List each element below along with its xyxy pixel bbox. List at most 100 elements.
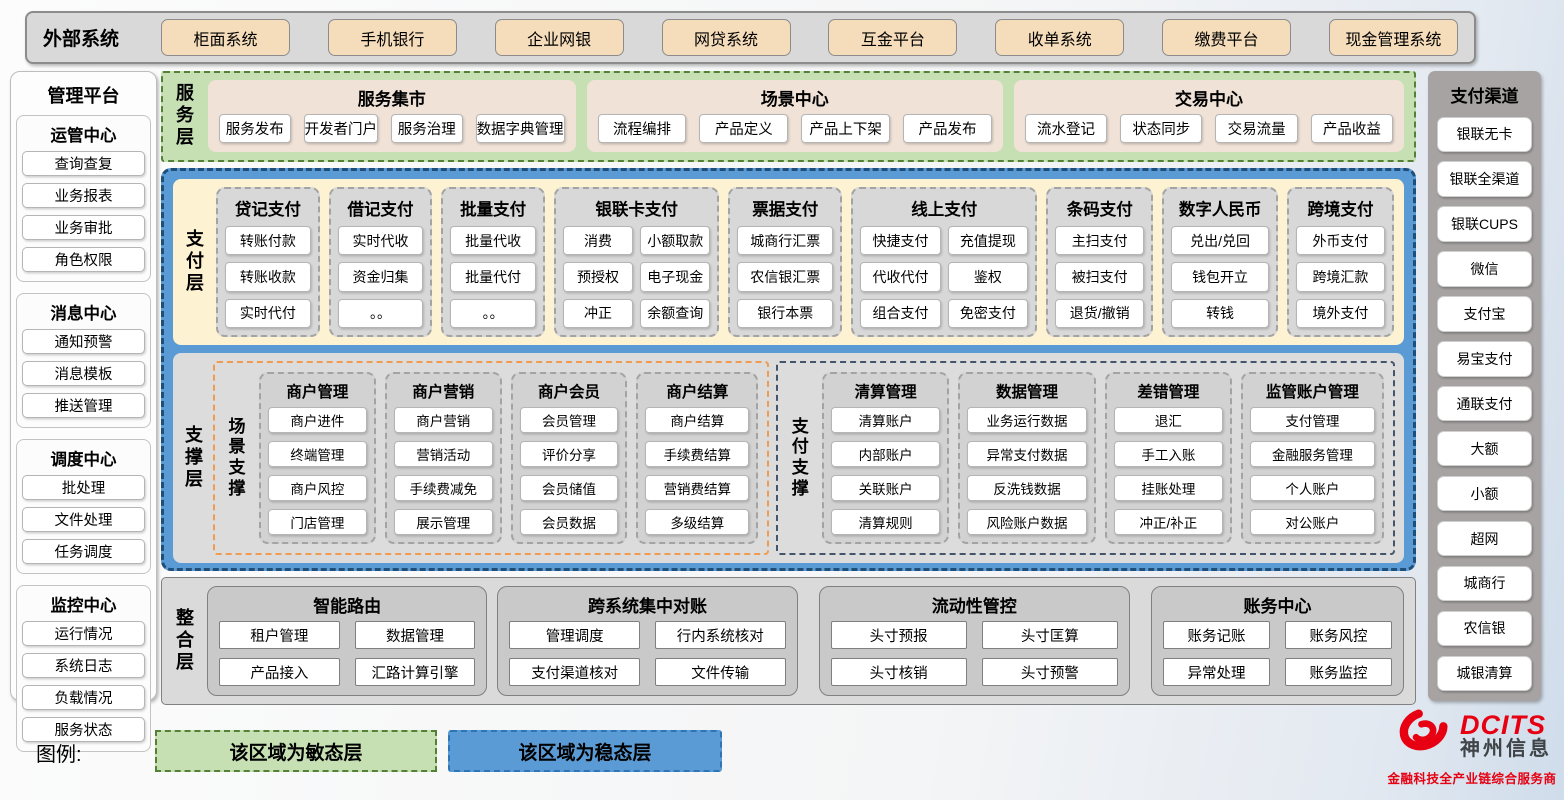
service-node: 交易流量 <box>1215 114 1298 143</box>
support-node: 展示管理 <box>393 509 493 535</box>
payment-node: 代收代付 <box>860 262 941 292</box>
mgmt-node: 负载情况 <box>22 685 145 710</box>
support-node: 手续费减免 <box>393 475 493 501</box>
service-node: 服务治理 <box>391 114 463 143</box>
legend-stable-layer: 该区域为稳态层 <box>448 730 722 772</box>
support-node: 冲正/补正 <box>1113 509 1223 535</box>
mgmt-group-message: 消息中心 通知预警消息模板推送管理 <box>16 293 151 428</box>
external-systems-label: 外部系统 <box>43 29 120 50</box>
integration-group-accounting: 账务中心 账务记账账务风控异常处理账务监控 <box>1150 586 1404 696</box>
support-column-title: 商户营销 <box>412 384 475 401</box>
integration-node: 异常处理 <box>1162 658 1270 686</box>
payment-channel-node: 微信 <box>1437 251 1532 287</box>
payment-column-online: 线上支付 快捷支付充值提现代收代付鉴权组合支付免密支付 <box>851 187 1038 337</box>
mgmt-group-operations: 运管中心 查询查复业务报表业务审批角色权限 <box>16 115 151 282</box>
external-system-node: 现金管理系统 <box>1328 19 1458 56</box>
external-systems-list: 柜面系统手机银行企业网银网贷系统互金平台收单系统缴费平台现金管理系统 <box>161 19 1458 56</box>
payment-channel-node: 支付宝 <box>1437 296 1532 332</box>
payment-node: 批量代收 <box>450 226 536 256</box>
payment-node: 城商行汇票 <box>737 226 834 256</box>
mgmt-node: 系统日志 <box>22 653 145 678</box>
payment-channels-title: 支付渠道 <box>1450 87 1519 106</box>
service-group-items: 服务发布开发者门户服务治理数据字典管理 <box>219 114 565 143</box>
service-group-market: 服务集市 服务发布开发者门户服务治理数据字典管理 <box>208 80 576 152</box>
service-node: 产品收益 <box>1310 114 1393 143</box>
support-column-error: 差错管理 退汇手工入账挂账处理冲正/补正 <box>1104 372 1232 544</box>
mgmt-node: 批处理 <box>22 475 145 500</box>
support-node: 会员储值 <box>519 475 619 501</box>
payment-column-crossborder: 跨境支付 外币支付跨境汇款境外支付 <box>1286 187 1394 337</box>
payment-column-title: 银联卡支付 <box>595 201 678 219</box>
payment-node: 鉴权 <box>947 262 1029 292</box>
support-node: 会员管理 <box>519 407 619 433</box>
payment-node: 充值提现 <box>947 226 1029 256</box>
integration-node: 头寸匡算 <box>981 621 1119 649</box>
support-node: 退汇 <box>1113 407 1223 433</box>
payment-column-batch: 批量支付 批量代收批量代付。。 <box>441 187 545 337</box>
mgmt-group-items: 批处理文件处理任务调度 <box>22 475 145 564</box>
support-layer-label: 支撑层 <box>185 425 203 489</box>
payment-node: 。。 <box>450 298 536 328</box>
support-node: 门店管理 <box>268 509 367 535</box>
payment-node: 免密支付 <box>947 298 1029 328</box>
support-node: 内部账户 <box>831 441 941 467</box>
integration-group-items: 账务记账账务风控异常处理账务监控 <box>1162 621 1392 686</box>
dcits-swirl-icon <box>1392 706 1456 765</box>
payment-column-credit: 贷记支付 转账付款转账收款实时代付 <box>216 187 320 337</box>
service-node: 流水登记 <box>1024 114 1108 143</box>
integration-node: 数据管理 <box>354 621 476 649</box>
external-system-node: 收单系统 <box>995 19 1125 56</box>
integration-node: 头寸预报 <box>830 621 967 649</box>
payment-column-items: 快捷支付充值提现代收代付鉴权组合支付免密支付 <box>860 226 1029 328</box>
payment-channel-node: 城商行 <box>1437 565 1532 602</box>
integration-node: 租户管理 <box>219 621 340 649</box>
support-node: 金融服务管理 <box>1249 441 1375 467</box>
payment-channel-node: 通联支付 <box>1437 386 1532 422</box>
mgmt-node: 推送管理 <box>22 393 145 418</box>
external-system-node: 手机银行 <box>327 19 457 56</box>
support-column-regulatory-account: 监管账户管理 支付管理金融服务管理个人账户对公账户 <box>1240 372 1384 544</box>
payment-column-items: 批量代收批量代付。。 <box>450 226 536 328</box>
support-node: 异常支付数据 <box>967 441 1087 467</box>
integration-node: 支付渠道核对 <box>509 658 640 686</box>
external-system-node: 缴费平台 <box>1162 19 1292 56</box>
mgmt-group-items: 运行情况系统日志负载情况服务状态 <box>22 621 145 742</box>
support-node: 对公账户 <box>1249 509 1375 535</box>
payment-node: 兑出/兑回 <box>1171 226 1269 256</box>
support-column-items: 退汇手工入账挂账处理冲正/补正 <box>1113 407 1223 535</box>
mgmt-node: 业务报表 <box>22 183 145 208</box>
support-column-title: 清算管理 <box>854 384 917 401</box>
support-node: 商户进件 <box>268 407 367 433</box>
payment-column-items: 消费小额取款预授权电子现金冲正余额查询 <box>562 226 711 328</box>
payment-channel-node: 农信银 <box>1437 610 1532 647</box>
integration-node: 头寸预警 <box>981 658 1119 686</box>
payment-column-title: 线上支付 <box>911 201 978 219</box>
payment-node: 预授权 <box>562 262 634 292</box>
payment-node: 小额取款 <box>640 226 711 256</box>
mgmt-node: 服务状态 <box>22 717 145 742</box>
payment-column-title: 借记支付 <box>347 201 414 219</box>
payment-support-box: 支付支撑 清算管理 清算账户内部账户关联账户清算规则 数据管理 业务运行数据异常… <box>776 361 1395 555</box>
integration-node: 文件传输 <box>654 658 786 686</box>
support-column-title: 监管账户管理 <box>1265 384 1359 401</box>
service-group-title: 场景中心 <box>760 90 829 109</box>
stable-layer-wrapper: 支付层 贷记支付 转账付款转账收款实时代付 借记支付 实时代收资金归集。。 批量… <box>161 168 1416 571</box>
support-layer: 支撑层 场景支撑 商户管理 商户进件终端管理商户风控门店管理 商户营销 商户营销… <box>173 353 1404 563</box>
payment-node: 实时代收 <box>337 226 424 256</box>
integration-group-title: 跨系统集中对账 <box>587 597 707 616</box>
service-group-title: 服务集市 <box>357 90 426 109</box>
payment-node: 消费 <box>562 226 634 256</box>
mgmt-group-title: 调度中心 <box>50 451 117 469</box>
payment-node: 主扫支付 <box>1055 226 1145 256</box>
brand-tagline: 金融科技全产业链综合服务商 <box>1387 772 1557 786</box>
external-system-node: 网贷系统 <box>661 19 791 56</box>
payment-column-digital-rmb: 数字人民币 兑出/兑回钱包开立转钱 <box>1162 187 1278 337</box>
support-node: 风险账户数据 <box>967 509 1087 535</box>
management-platform-panel: 管理平台 运管中心 查询查复业务报表业务审批角色权限 消息中心 通知预警消息模板… <box>10 71 157 752</box>
payment-node: 转账收款 <box>225 262 311 292</box>
payment-column-title: 票据支付 <box>752 201 819 219</box>
payment-node: 冲正 <box>562 298 634 328</box>
service-group-items: 流程编排产品定义产品上下架产品发布 <box>597 114 992 143</box>
